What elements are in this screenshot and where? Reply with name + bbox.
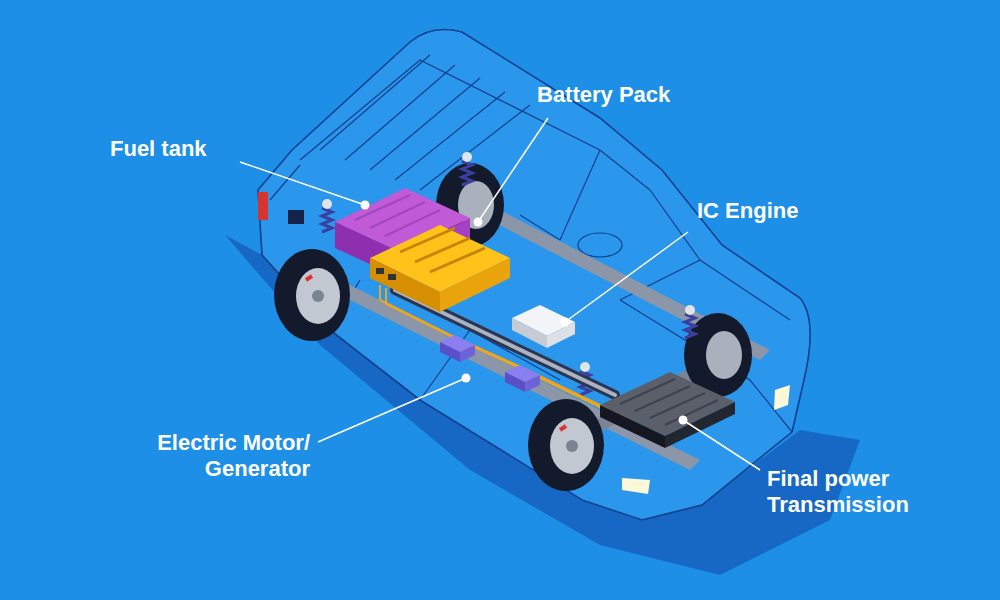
headlight xyxy=(622,478,650,494)
part-label: Final power Transmission xyxy=(767,466,947,519)
power-wires xyxy=(380,285,614,414)
part-label: IC Engine xyxy=(697,198,798,224)
tail-light xyxy=(258,192,268,220)
ic-engine xyxy=(512,305,575,348)
part-label: Fuel tank xyxy=(110,136,207,162)
headlight xyxy=(774,385,790,410)
suspension-spring xyxy=(322,161,695,395)
roof-lines xyxy=(270,55,792,432)
wheel xyxy=(528,399,604,491)
leader-dot xyxy=(361,201,688,425)
rear-detail xyxy=(288,210,304,224)
part-label: Battery Pack xyxy=(537,82,670,108)
wheel xyxy=(274,249,350,341)
part-label: Electric Motor/ Generator xyxy=(110,430,310,483)
battery-pack xyxy=(370,225,510,312)
car-body xyxy=(258,30,810,520)
leader-line xyxy=(240,118,760,470)
final-power-transmission xyxy=(600,372,735,448)
